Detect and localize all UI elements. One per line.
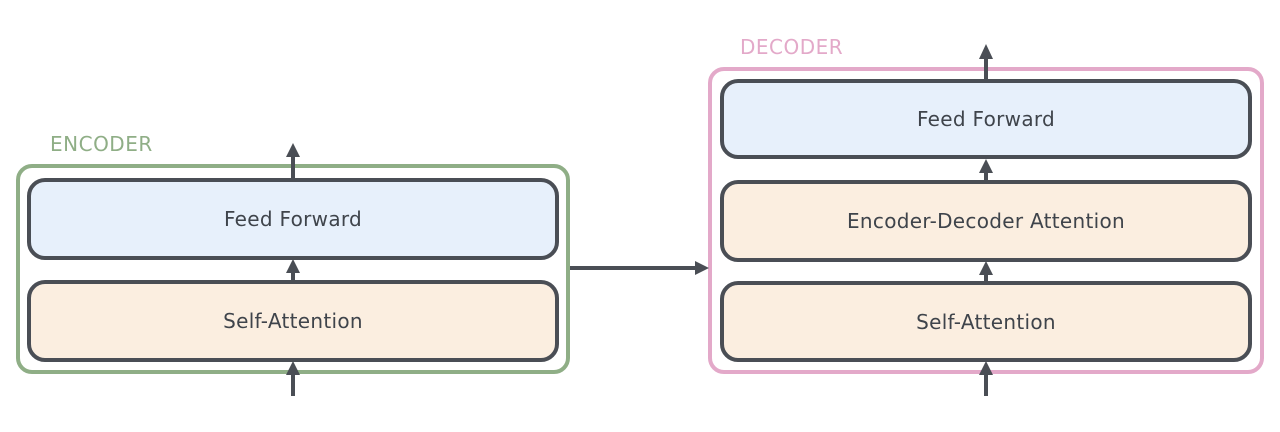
decoder-internal-arrowhead-upper: [979, 159, 993, 173]
decoder-feed-forward-layer: Feed Forward: [720, 79, 1252, 159]
decoder-internal-arrowhead-lower: [979, 261, 993, 275]
encoder-output-arrowhead: [286, 143, 300, 157]
encoder-feed-forward-layer: Feed Forward: [27, 178, 559, 260]
encoder-input-arrowhead: [286, 361, 300, 375]
encoder-internal-arrowhead: [286, 259, 300, 273]
encoder-label: ENCODER: [50, 132, 153, 156]
decoder-input-arrowhead: [979, 361, 993, 375]
encoder-self-attention-layer: Self-Attention: [27, 280, 559, 362]
encoder-to-decoder-arrowhead: [695, 261, 709, 275]
decoder-output-arrowhead: [979, 44, 993, 59]
decoder-self-attention-layer: Self-Attention: [720, 281, 1252, 362]
decoder-encoder-decoder-attention-layer: Encoder-Decoder Attention: [720, 180, 1252, 262]
decoder-label: DECODER: [740, 35, 844, 59]
